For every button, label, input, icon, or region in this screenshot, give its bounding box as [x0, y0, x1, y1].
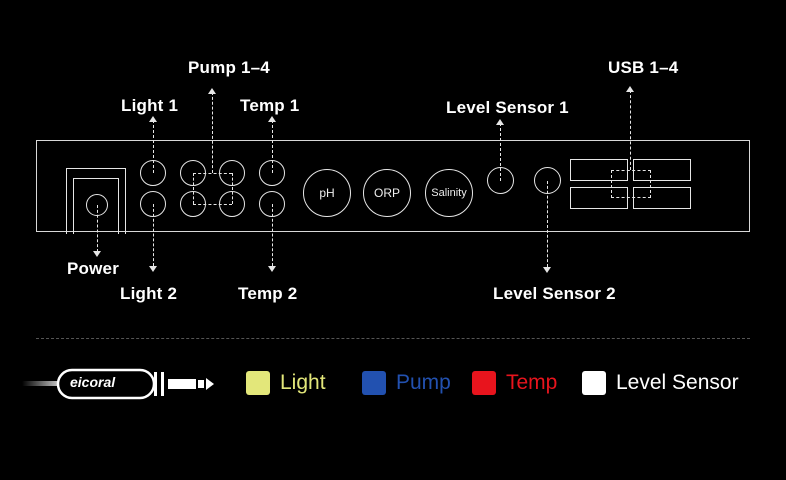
- legend-swatch-level-sensor: [582, 371, 606, 395]
- label-pump: Pump 1–4: [188, 58, 270, 77]
- legend-label-pump: Pump: [396, 371, 451, 394]
- level2-arrow: [543, 267, 551, 273]
- pump-link-left: [193, 173, 194, 204]
- salinity-probe-port: Salinity: [425, 169, 473, 217]
- legend-label-level-sensor: Level Sensor: [616, 371, 739, 394]
- logo-text: eicoral: [70, 374, 116, 390]
- pump-leader-line: [212, 92, 213, 173]
- power-arrow: [93, 251, 101, 257]
- legend-item-temp: Temp: [472, 369, 557, 397]
- label-light-2: Light 2: [120, 284, 178, 303]
- plug-icon: [22, 368, 214, 400]
- light1-arrow: [149, 116, 157, 122]
- level1-arrow: [496, 119, 504, 125]
- label-usb: USB 1–4: [608, 58, 679, 77]
- level1-leader-line: [500, 123, 501, 181]
- pump-link-right: [232, 173, 233, 204]
- temp2-arrow: [268, 266, 276, 272]
- legend-label-temp: Temp: [506, 371, 558, 394]
- label-temp-2: Temp 2: [238, 284, 298, 303]
- legend-item-light: Light: [246, 369, 326, 397]
- label-power: Power: [67, 259, 120, 278]
- eicoral-plug-logo: eicoral: [22, 366, 222, 402]
- temp1-arrow: [268, 116, 276, 122]
- legend-swatch-light: [246, 371, 270, 395]
- label-level-sensor-1: Level Sensor 1: [446, 98, 569, 117]
- temp2-leader-line: [272, 204, 273, 266]
- legend-item-pump: Pump: [362, 369, 451, 397]
- orp-probe-port: ORP: [363, 169, 411, 217]
- power-leader-line: [97, 205, 98, 252]
- label-temp-1: Temp 1: [240, 96, 300, 115]
- label-level-sensor-2: Level Sensor 2: [493, 284, 616, 303]
- usb-link-box: [611, 170, 651, 198]
- temp1-leader-line: [272, 120, 273, 173]
- pump-link-bottom: [193, 204, 232, 205]
- ph-probe-port: pH: [303, 169, 351, 217]
- usb-port-4: [633, 187, 691, 209]
- section-divider: [36, 338, 750, 339]
- usb-leader-line: [630, 90, 631, 170]
- light2-leader-line: [153, 204, 154, 266]
- usb-port-3: [570, 187, 628, 209]
- light2-arrow: [149, 266, 157, 272]
- legend-label-light: Light: [280, 371, 326, 394]
- label-light-1: Light 1: [121, 96, 179, 115]
- legend-swatch-temp: [472, 371, 496, 395]
- pump-arrow: [208, 88, 216, 94]
- usb-arrow: [626, 86, 634, 92]
- power-switch-inner: [73, 178, 119, 234]
- legend-swatch-pump: [362, 371, 386, 395]
- legend-item-level-sensor: Level Sensor: [582, 369, 739, 397]
- light1-leader-line: [153, 120, 154, 173]
- power-switch-frame: [66, 168, 126, 234]
- device-front-panel: [36, 140, 750, 232]
- pump-link-top: [193, 173, 232, 174]
- level2-leader-line: [547, 181, 548, 267]
